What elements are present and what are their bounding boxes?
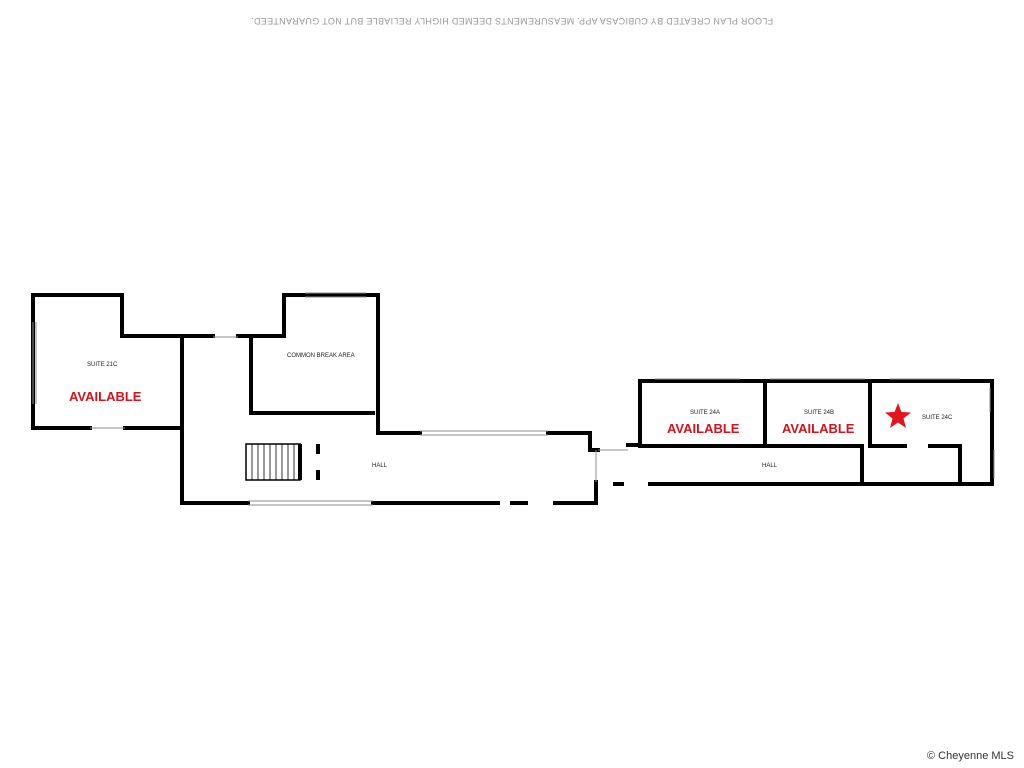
available-badge-suite-21c: AVAILABLE bbox=[69, 389, 142, 404]
star-icon bbox=[885, 403, 911, 428]
right-building-windows bbox=[598, 378, 995, 478]
copyright-text: © Cheyenne MLS bbox=[927, 750, 1014, 762]
left-building-windows bbox=[32, 292, 597, 506]
right-building-walls bbox=[613, 379, 994, 486]
room-label-hall-right: HALL bbox=[762, 463, 778, 469]
room-label-common-break-area: COMMON BREAK AREA bbox=[287, 353, 355, 359]
room-label-suite-24b: SUITE 24B bbox=[804, 410, 834, 416]
room-label-suite-24a: SUITE 24A bbox=[690, 410, 720, 416]
room-label-suite-24c: SUITE 24C bbox=[922, 415, 953, 421]
staircase bbox=[245, 443, 301, 481]
available-badge-suite-24a: AVAILABLE bbox=[667, 421, 740, 436]
available-badge-suite-24b: AVAILABLE bbox=[782, 421, 855, 436]
room-label-hall-left: HALL bbox=[372, 463, 388, 469]
room-label-suite-21c: SUITE 21C bbox=[87, 362, 118, 368]
